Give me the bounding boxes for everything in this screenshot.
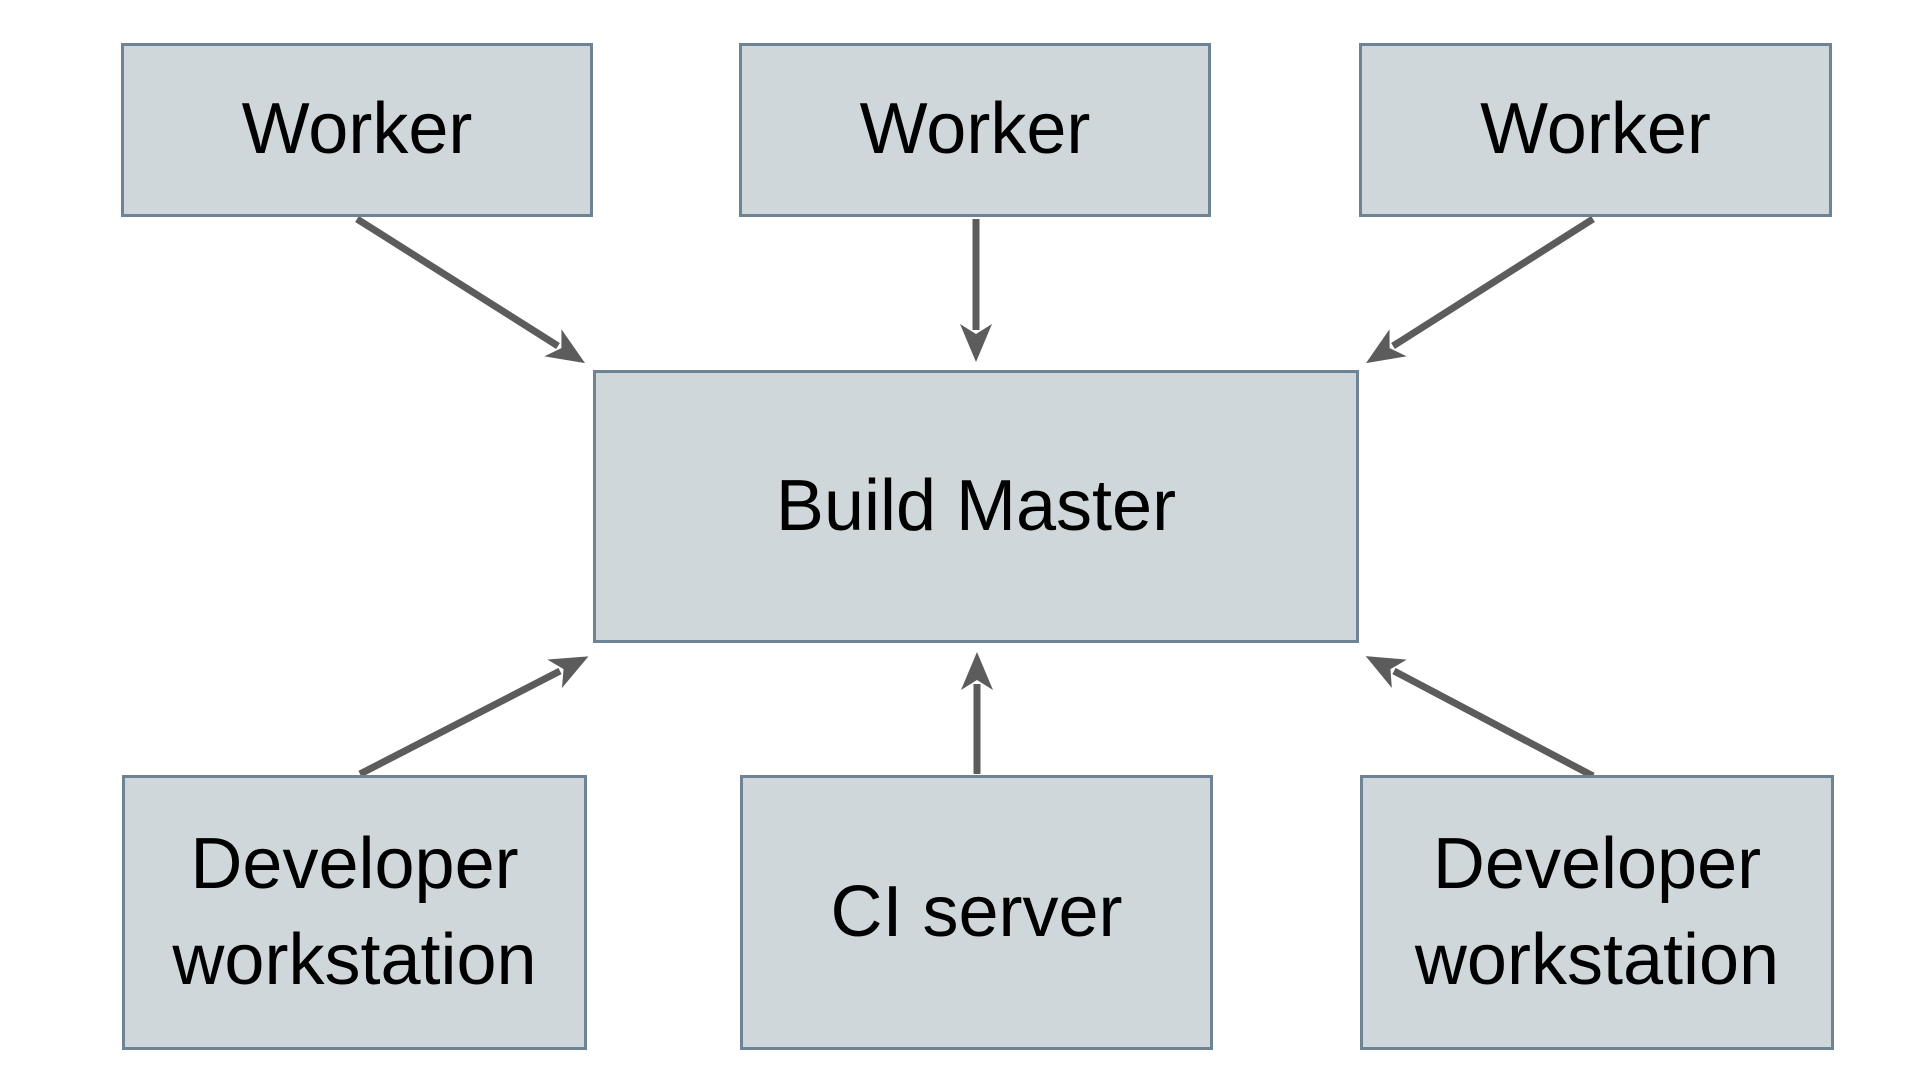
node-developer-workstation-right-label: Developer workstation	[1414, 824, 1780, 1000]
node-build-master: Build Master	[593, 370, 1359, 643]
node-worker-2-label: Worker	[859, 89, 1091, 170]
node-worker-3-label: Worker	[1480, 89, 1711, 170]
node-worker-1: Worker	[121, 43, 593, 217]
arrow-dev-workstation-right-to-build-master	[1365, 656, 1595, 780]
arrow-dev-workstation-left-to-build-master	[358, 656, 589, 778]
node-ci-server: CI server	[740, 775, 1213, 1050]
arrow-worker-3-to-build-master	[1365, 216, 1595, 364]
node-ci-server-label: CI server	[830, 871, 1123, 952]
node-developer-workstation-right: Developer workstation	[1360, 775, 1834, 1050]
node-developer-workstation-left: Developer workstation	[122, 775, 587, 1050]
node-worker-1-label: Worker	[241, 89, 473, 170]
node-worker-2: Worker	[739, 43, 1211, 217]
node-build-master-label: Build Master	[775, 465, 1177, 546]
arrow-worker-1-to-build-master	[355, 216, 586, 364]
node-worker-3: Worker	[1359, 43, 1832, 217]
node-developer-workstation-left-label: Developer workstation	[172, 824, 537, 1000]
